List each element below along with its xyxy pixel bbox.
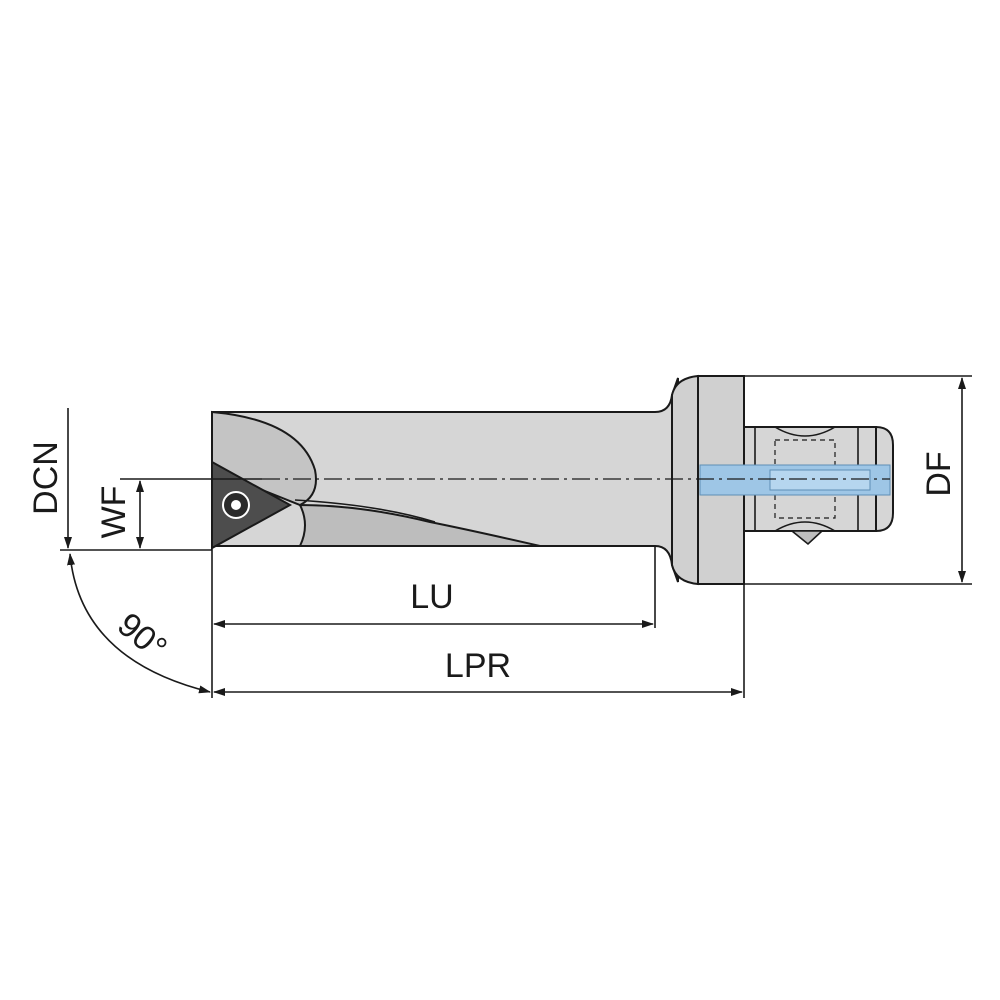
df-label: DF [920, 451, 958, 496]
angle-arc [67, 553, 211, 694]
lu-label: LU [410, 578, 453, 616]
dcn-label: DCN [27, 441, 65, 515]
insert [211, 460, 293, 550]
drive-key [789, 530, 825, 546]
shank-neck-top [774, 426, 836, 437]
lpr-label: LPR [445, 647, 511, 685]
screw-center [231, 500, 241, 510]
coolant-channel-inner [769, 469, 871, 491]
drill-body [211, 377, 679, 583]
wf-label: WF [95, 486, 133, 539]
insert-triangle [211, 460, 293, 550]
shank-neck-bottom [774, 521, 836, 532]
flange-fillet [671, 374, 699, 586]
extension-lines [60, 375, 972, 698]
angle-label: 90° [110, 605, 174, 667]
flute-edge [294, 499, 436, 523]
flute-curve-bottom [298, 503, 541, 547]
